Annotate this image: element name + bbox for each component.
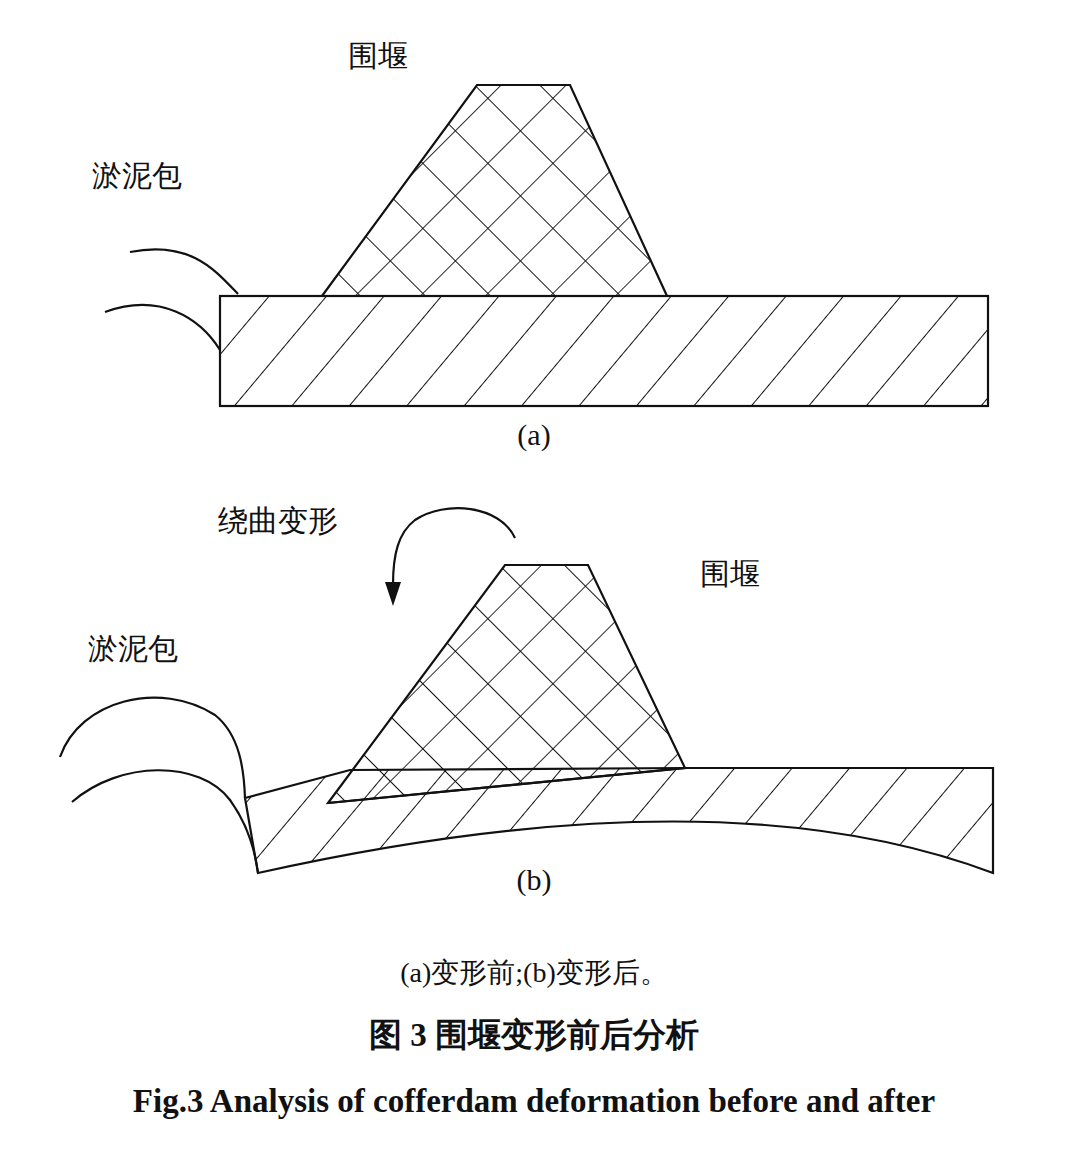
cofferdam-body-tilted (328, 565, 685, 803)
mud-curve (72, 770, 258, 873)
deformation-label: 绕曲变形 (218, 503, 338, 539)
part-label: 淤泥包 (88, 631, 178, 667)
subfigure-label: (b) (517, 862, 552, 898)
part-label: 淤泥包 (92, 158, 182, 194)
diagram-b (60, 508, 993, 873)
figure-caption: 图 3 围堰变形前后分析 (369, 1016, 699, 1056)
part-label: 围堰 (348, 38, 408, 74)
foundation-layer (220, 296, 988, 406)
diagram-a (105, 85, 988, 406)
slip-line (328, 768, 685, 803)
subcaption: (a)变形前;(b)变形后。 (400, 956, 668, 990)
cofferdam-body (322, 85, 667, 296)
mud-curve (60, 698, 245, 798)
mud-curve (130, 249, 238, 294)
part-label: 围堰 (700, 556, 760, 592)
subfigure-label: (a) (517, 417, 550, 453)
caption-english: Fig.3 Analysis of cofferdam deformation … (133, 1082, 935, 1122)
bending-arrow (393, 508, 515, 585)
mud-curve (105, 305, 220, 350)
arrow-head (385, 582, 401, 606)
